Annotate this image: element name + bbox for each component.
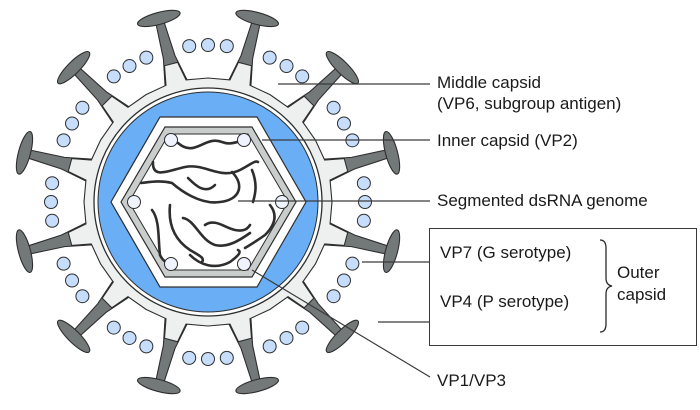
vp7-trimer-ball [262, 50, 277, 65]
rna-segment [188, 248, 241, 268]
vp4-spike-head [15, 130, 34, 175]
rna-segment [168, 203, 205, 264]
vp7-trimer-ball [65, 273, 80, 288]
rna-segment [243, 203, 276, 250]
vp4-spike-head [136, 376, 181, 395]
vp7-trimer-ball [122, 59, 137, 74]
vp1-vp3-complex [237, 133, 251, 147]
vp7-trimer-ball [326, 100, 341, 115]
vp4-spike-head [325, 50, 360, 85]
vp7-trimer-ball [201, 38, 215, 52]
vp7-trimer-ball [279, 59, 294, 74]
vp1-vp3-complex [275, 195, 289, 209]
vp7-trimer-ball [262, 339, 277, 354]
vp1-vp3-complex [164, 257, 178, 271]
vp7-trimer-ball [336, 116, 351, 131]
label-vp1-vp3: VP1/VP3 [437, 371, 506, 390]
label-middle-capsid-line1: Middle capsid [437, 73, 541, 92]
rna-segment [203, 221, 252, 232]
vp7-trimer-ball [75, 289, 90, 304]
vp7-trimer-ball [219, 39, 234, 54]
vp7-trimer-ball [182, 39, 197, 54]
label-middle-capsid: Middle capsid (VP6, subgroup antigen) [437, 72, 621, 114]
vp7-trimer-ball [356, 176, 371, 191]
vp1-vp3-complexes [127, 133, 289, 271]
vp7-trimer-ball [56, 133, 71, 148]
outer-capsid-box [429, 228, 697, 346]
dsrna-genome-segments [139, 139, 276, 268]
rna-segment [250, 168, 257, 204]
vp7-trimer-ball [139, 339, 154, 354]
vp7-trimer-ball [122, 330, 137, 345]
vp7-trimer-ball [201, 352, 215, 366]
vp7-trimer-ball [106, 69, 121, 84]
leader-lines [238, 83, 431, 378]
vp7-trimer-ball [295, 320, 310, 335]
vp4-spike-head [15, 229, 34, 274]
vp1-vp3-complex [127, 195, 141, 209]
rna-segment [151, 160, 260, 175]
vp7-trimer-ball [44, 195, 58, 209]
vp7-trimer-ball [139, 50, 154, 65]
vp4-spike-head [136, 9, 181, 28]
curly-brace [599, 239, 613, 333]
vp7-trimers [44, 38, 372, 366]
vp1-vp3-complex [164, 133, 178, 147]
vp7-trimer-ball [356, 213, 371, 228]
rna-segment [186, 176, 217, 191]
leader-vp1-vp3 [251, 269, 431, 378]
vp4-spike-head [56, 50, 91, 85]
vp4-spike-head [325, 319, 360, 354]
vp7-trimer-ball [336, 273, 351, 288]
vp4-spike-head [382, 130, 401, 175]
vp7-trimer-ball [75, 100, 90, 115]
vp7-trimer-ball [279, 330, 294, 345]
vp7-trimer-ball [65, 116, 80, 131]
rna-segment [139, 170, 241, 204]
label-outer-capsid: Outer capsid [617, 262, 666, 306]
label-inner-capsid: Inner capsid (VP2) [437, 131, 578, 150]
vp4-spike-head [235, 376, 280, 395]
vp7-trimer-ball [45, 176, 60, 191]
label-genome: Segmented dsRNA genome [437, 191, 648, 210]
label-vp7: VP7 (G serotype) [440, 243, 572, 262]
vp4-spike-head [56, 319, 91, 354]
vp7-trimer-ball [106, 320, 121, 335]
label-middle-capsid-line2: (VP6, subgroup antigen) [437, 94, 622, 113]
label-vp4: VP4 (P serotype) [440, 292, 570, 311]
vp7-trimer-ball [45, 213, 60, 228]
label-outer-capsid-line2: capsid [617, 285, 667, 304]
vp7-trimer-ball [295, 69, 310, 84]
vp7-trimer-ball [56, 256, 71, 271]
vp7-trimer-ball [326, 289, 341, 304]
vp7-trimer-ball [358, 195, 372, 209]
vp4-spike-head [235, 9, 280, 28]
vp7-trimer-ball [219, 350, 234, 365]
label-outer-capsid-line1: Outer [617, 263, 660, 282]
vp7-trimer-ball [182, 350, 197, 365]
vp7-trimer-ball [345, 256, 360, 271]
rna-segment [181, 216, 252, 247]
vp1-vp3-complex [237, 257, 251, 271]
